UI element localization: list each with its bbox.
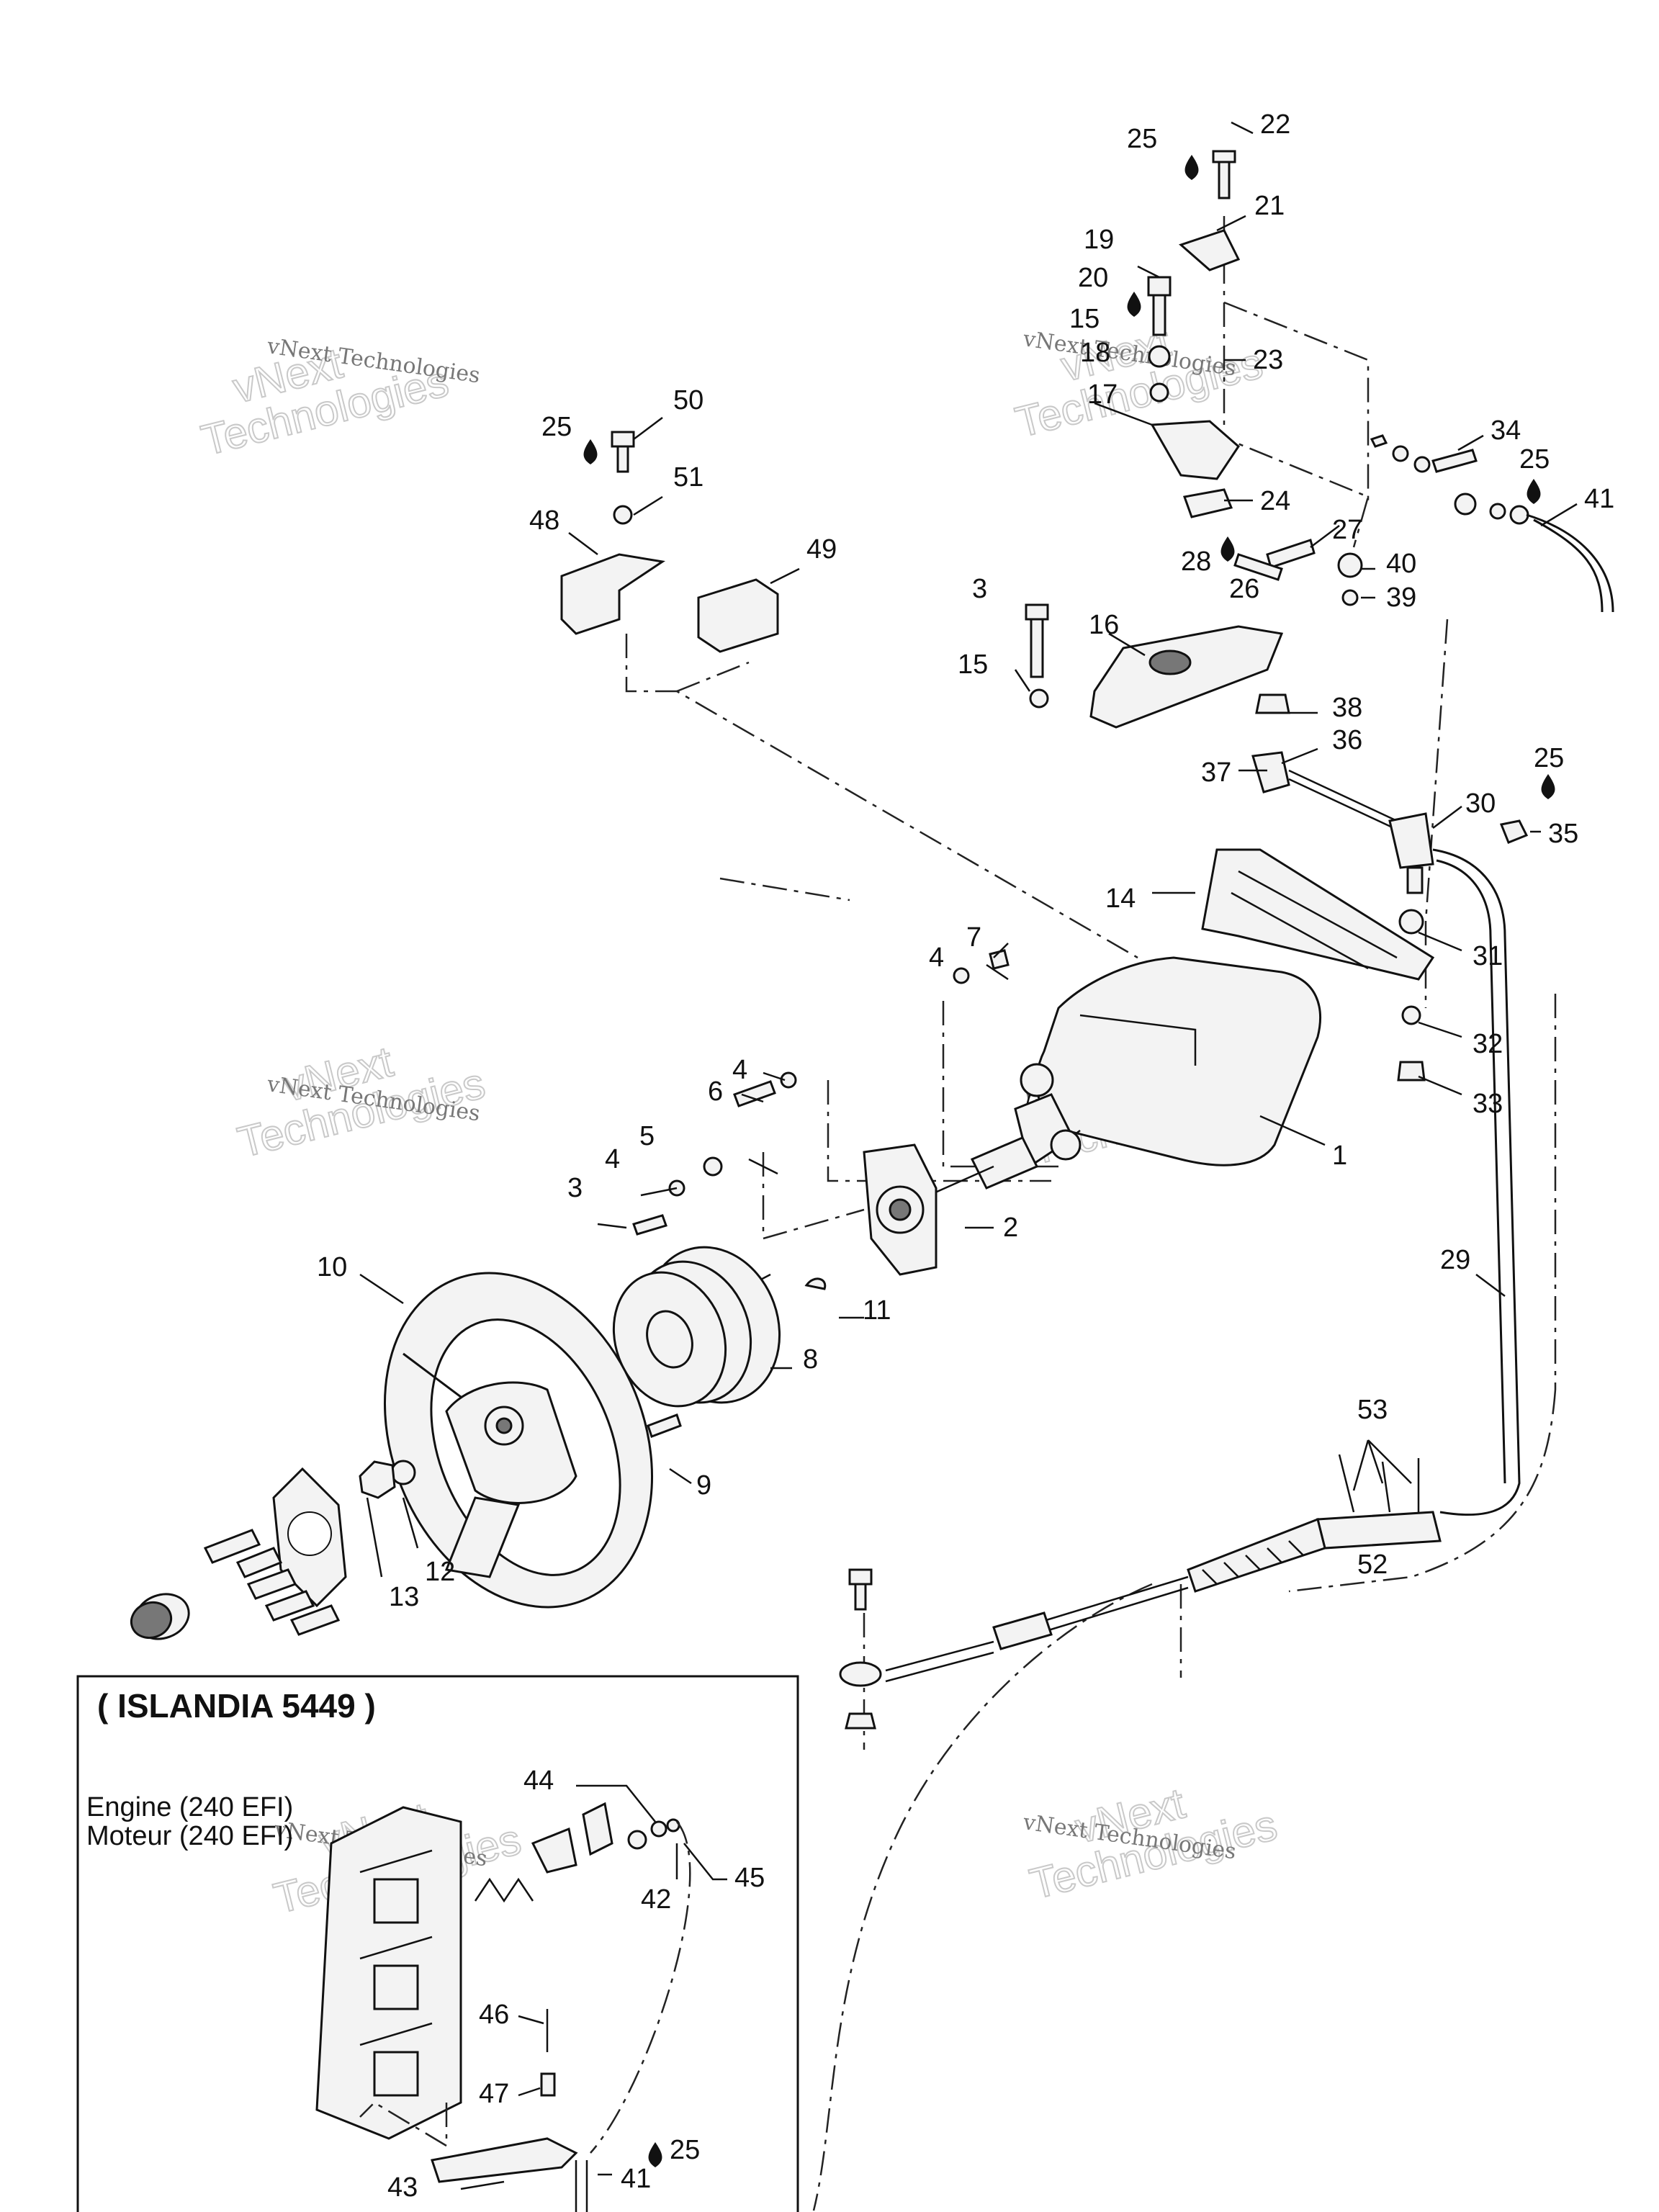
callout-31: 31 bbox=[1473, 941, 1503, 971]
callout-6: 6 bbox=[708, 1076, 723, 1107]
callout-43: 43 bbox=[387, 2172, 418, 2203]
callout-10: 10 bbox=[317, 1252, 347, 1282]
steering-wheel bbox=[383, 1272, 654, 1609]
callout-48: 48 bbox=[529, 505, 559, 536]
callout-37: 37 bbox=[1201, 757, 1231, 788]
callout-24: 24 bbox=[1260, 486, 1290, 516]
callout-25: 25 bbox=[1519, 444, 1550, 475]
callout-3: 3 bbox=[972, 574, 987, 604]
lubricant-drop-icon bbox=[648, 2142, 662, 2167]
callout-29: 29 bbox=[1440, 1245, 1470, 1275]
steering-assembly bbox=[130, 949, 1321, 1640]
mounting-plate bbox=[1150, 420, 1240, 480]
callout-8: 8 bbox=[803, 1344, 818, 1375]
callout-15: 15 bbox=[958, 649, 988, 680]
callout-46: 46 bbox=[479, 2000, 509, 2030]
upper-bracket bbox=[1089, 625, 1284, 729]
callout-27: 27 bbox=[1332, 515, 1362, 545]
callout-45: 45 bbox=[734, 1863, 765, 1893]
callout-44: 44 bbox=[523, 1766, 554, 1796]
engine-label-fr: Moteur (240 EFI) bbox=[86, 1821, 293, 1851]
callout-25: 25 bbox=[1534, 743, 1564, 773]
steering-column-housing bbox=[1035, 956, 1321, 1166]
callout-34: 34 bbox=[1491, 415, 1521, 446]
cable-clamp bbox=[1316, 1511, 1442, 1550]
callout-5: 5 bbox=[639, 1121, 655, 1151]
callout-51: 51 bbox=[673, 462, 703, 493]
callout-50: 50 bbox=[673, 385, 703, 415]
assembly-dash-lines bbox=[590, 216, 1557, 2211]
inset-title: ( ISLANDIA 5449 ) bbox=[97, 1687, 376, 1725]
callout-41: 41 bbox=[621, 2164, 651, 2194]
callout-23: 23 bbox=[1253, 345, 1283, 375]
angle-bracket bbox=[560, 553, 665, 635]
callout-22: 22 bbox=[1260, 109, 1290, 140]
linkage-upper bbox=[560, 150, 1614, 729]
callout-3: 3 bbox=[567, 1173, 583, 1203]
adapter-plate bbox=[203, 1467, 347, 1636]
callout-49: 49 bbox=[806, 534, 837, 565]
callout-47: 47 bbox=[479, 2079, 509, 2109]
lubricant-drop-icon bbox=[583, 439, 598, 464]
callout-42: 42 bbox=[641, 1884, 671, 1915]
callout-11: 11 bbox=[863, 1295, 891, 1326]
inset-islandia: ( ISLANDIA 5449 ) Engine (240 EFI) Moteu… bbox=[76, 1675, 799, 2212]
engine-label-en: Engine (240 EFI) bbox=[86, 1792, 293, 1822]
callout-41: 41 bbox=[1584, 484, 1614, 514]
callout-12: 12 bbox=[425, 1557, 455, 1587]
callout-14: 14 bbox=[1105, 884, 1136, 914]
callout-52: 52 bbox=[1357, 1550, 1388, 1580]
lubricant-drop-icon bbox=[1527, 479, 1541, 504]
callout-labels: 1 2 3 3 4 4 4 5 6 7 8 9 10 11 12 13 14 1… bbox=[317, 109, 1614, 2203]
callout-25: 25 bbox=[1127, 124, 1157, 154]
callout-16: 16 bbox=[1089, 610, 1119, 640]
callout-7: 7 bbox=[966, 922, 981, 953]
callout-30: 30 bbox=[1465, 788, 1496, 819]
steering-hub bbox=[612, 1246, 781, 1408]
callout-21: 21 bbox=[1254, 191, 1285, 221]
callout-17: 17 bbox=[1087, 379, 1118, 410]
callout-4: 4 bbox=[732, 1055, 747, 1085]
callout-35: 35 bbox=[1548, 819, 1578, 849]
lubricant-drop-icon bbox=[1220, 536, 1235, 562]
callout-15: 15 bbox=[1069, 304, 1100, 334]
callout-13: 13 bbox=[389, 1582, 419, 1612]
callout-19: 19 bbox=[1084, 225, 1114, 255]
callout-28: 28 bbox=[1181, 547, 1211, 577]
callout-25: 25 bbox=[541, 412, 572, 442]
cable-assembly bbox=[839, 751, 1529, 1730]
callout-25: 25 bbox=[670, 2135, 700, 2165]
callout-53: 53 bbox=[1357, 1395, 1388, 1425]
callout-4: 4 bbox=[605, 1144, 620, 1174]
callout-4: 4 bbox=[929, 943, 944, 973]
callout-2: 2 bbox=[1003, 1213, 1018, 1243]
callout-38: 38 bbox=[1332, 693, 1362, 723]
callout-26: 26 bbox=[1229, 574, 1259, 604]
lubricant-drops bbox=[583, 155, 1555, 2167]
center-cap bbox=[130, 1593, 190, 1640]
callout-18: 18 bbox=[1080, 338, 1110, 368]
lubricant-drop-icon bbox=[1184, 155, 1199, 180]
callout-36: 36 bbox=[1332, 725, 1362, 755]
lubricant-drop-icon bbox=[1127, 292, 1141, 317]
callout-33: 33 bbox=[1473, 1089, 1503, 1119]
callout-32: 32 bbox=[1473, 1029, 1503, 1059]
callout-40: 40 bbox=[1386, 549, 1416, 579]
callout-1: 1 bbox=[1332, 1141, 1347, 1171]
lubricant-drop-icon bbox=[1541, 774, 1555, 799]
leader-lines bbox=[359, 121, 1578, 2190]
callout-9: 9 bbox=[696, 1470, 711, 1501]
callout-39: 39 bbox=[1386, 583, 1416, 613]
callout-20: 20 bbox=[1078, 263, 1108, 293]
